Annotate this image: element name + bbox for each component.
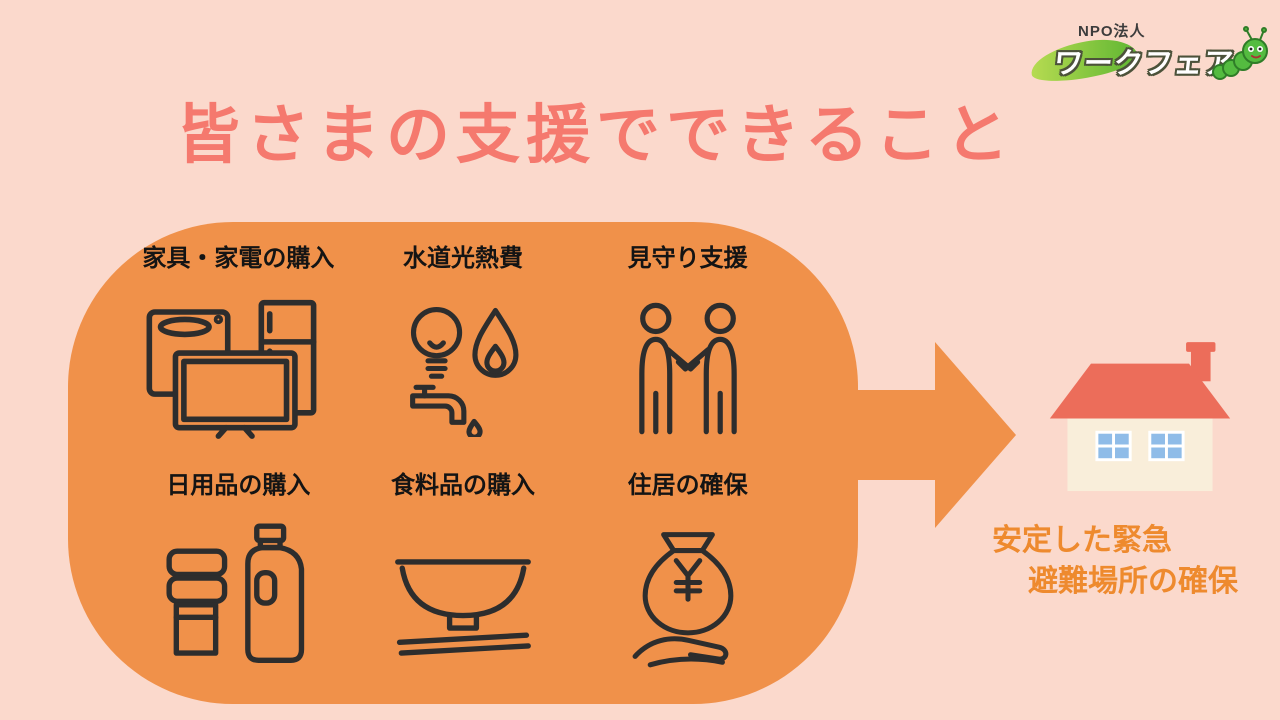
money-bag-hand-icon xyxy=(625,500,751,690)
page-title: 皆さまの支援でできること xyxy=(176,99,1015,171)
support-item-furniture: 家具・家電の購入 xyxy=(126,236,351,463)
item-label: 家具・家電の購入 xyxy=(142,245,335,272)
result-line-2: 避難場所の確保 xyxy=(1028,565,1238,598)
item-label: 見守り支援 xyxy=(627,245,748,272)
rice-bowl-icon xyxy=(387,500,539,690)
result-line-1: 安定した緊急 xyxy=(992,524,1172,557)
appliances-icon xyxy=(140,273,336,463)
npo-logo: NPO法人 ワークフェア xyxy=(1027,18,1270,90)
handshake-icon xyxy=(614,273,762,463)
logo-org-type: NPO法人 xyxy=(1078,23,1146,40)
item-label: 住居の確保 xyxy=(627,472,748,499)
support-item-watch: 見守り支援 xyxy=(575,236,800,463)
support-item-daily-goods: 日用品の購入 xyxy=(126,463,351,690)
logo-org-name: ワークフェア xyxy=(1052,48,1236,80)
support-item-food: 食料品の購入 xyxy=(351,463,576,690)
item-label: 食料品の購入 xyxy=(390,472,535,499)
daily-goods-icon xyxy=(162,500,314,690)
house-icon xyxy=(1049,342,1231,492)
item-label: 水道光熱費 xyxy=(402,245,523,272)
support-item-housing: 住居の確保 xyxy=(575,463,800,690)
item-label: 日用品の購入 xyxy=(166,472,311,499)
arrow-right-icon xyxy=(851,342,1016,528)
caterpillar-icon xyxy=(1212,26,1268,80)
result-text: 安定した緊急 避難場所の確保 xyxy=(992,520,1238,602)
utilities-icon xyxy=(399,273,527,463)
support-capsule: 家具・家電の購入 xyxy=(68,222,858,704)
support-item-utilities: 水道光熱費 xyxy=(351,236,576,463)
